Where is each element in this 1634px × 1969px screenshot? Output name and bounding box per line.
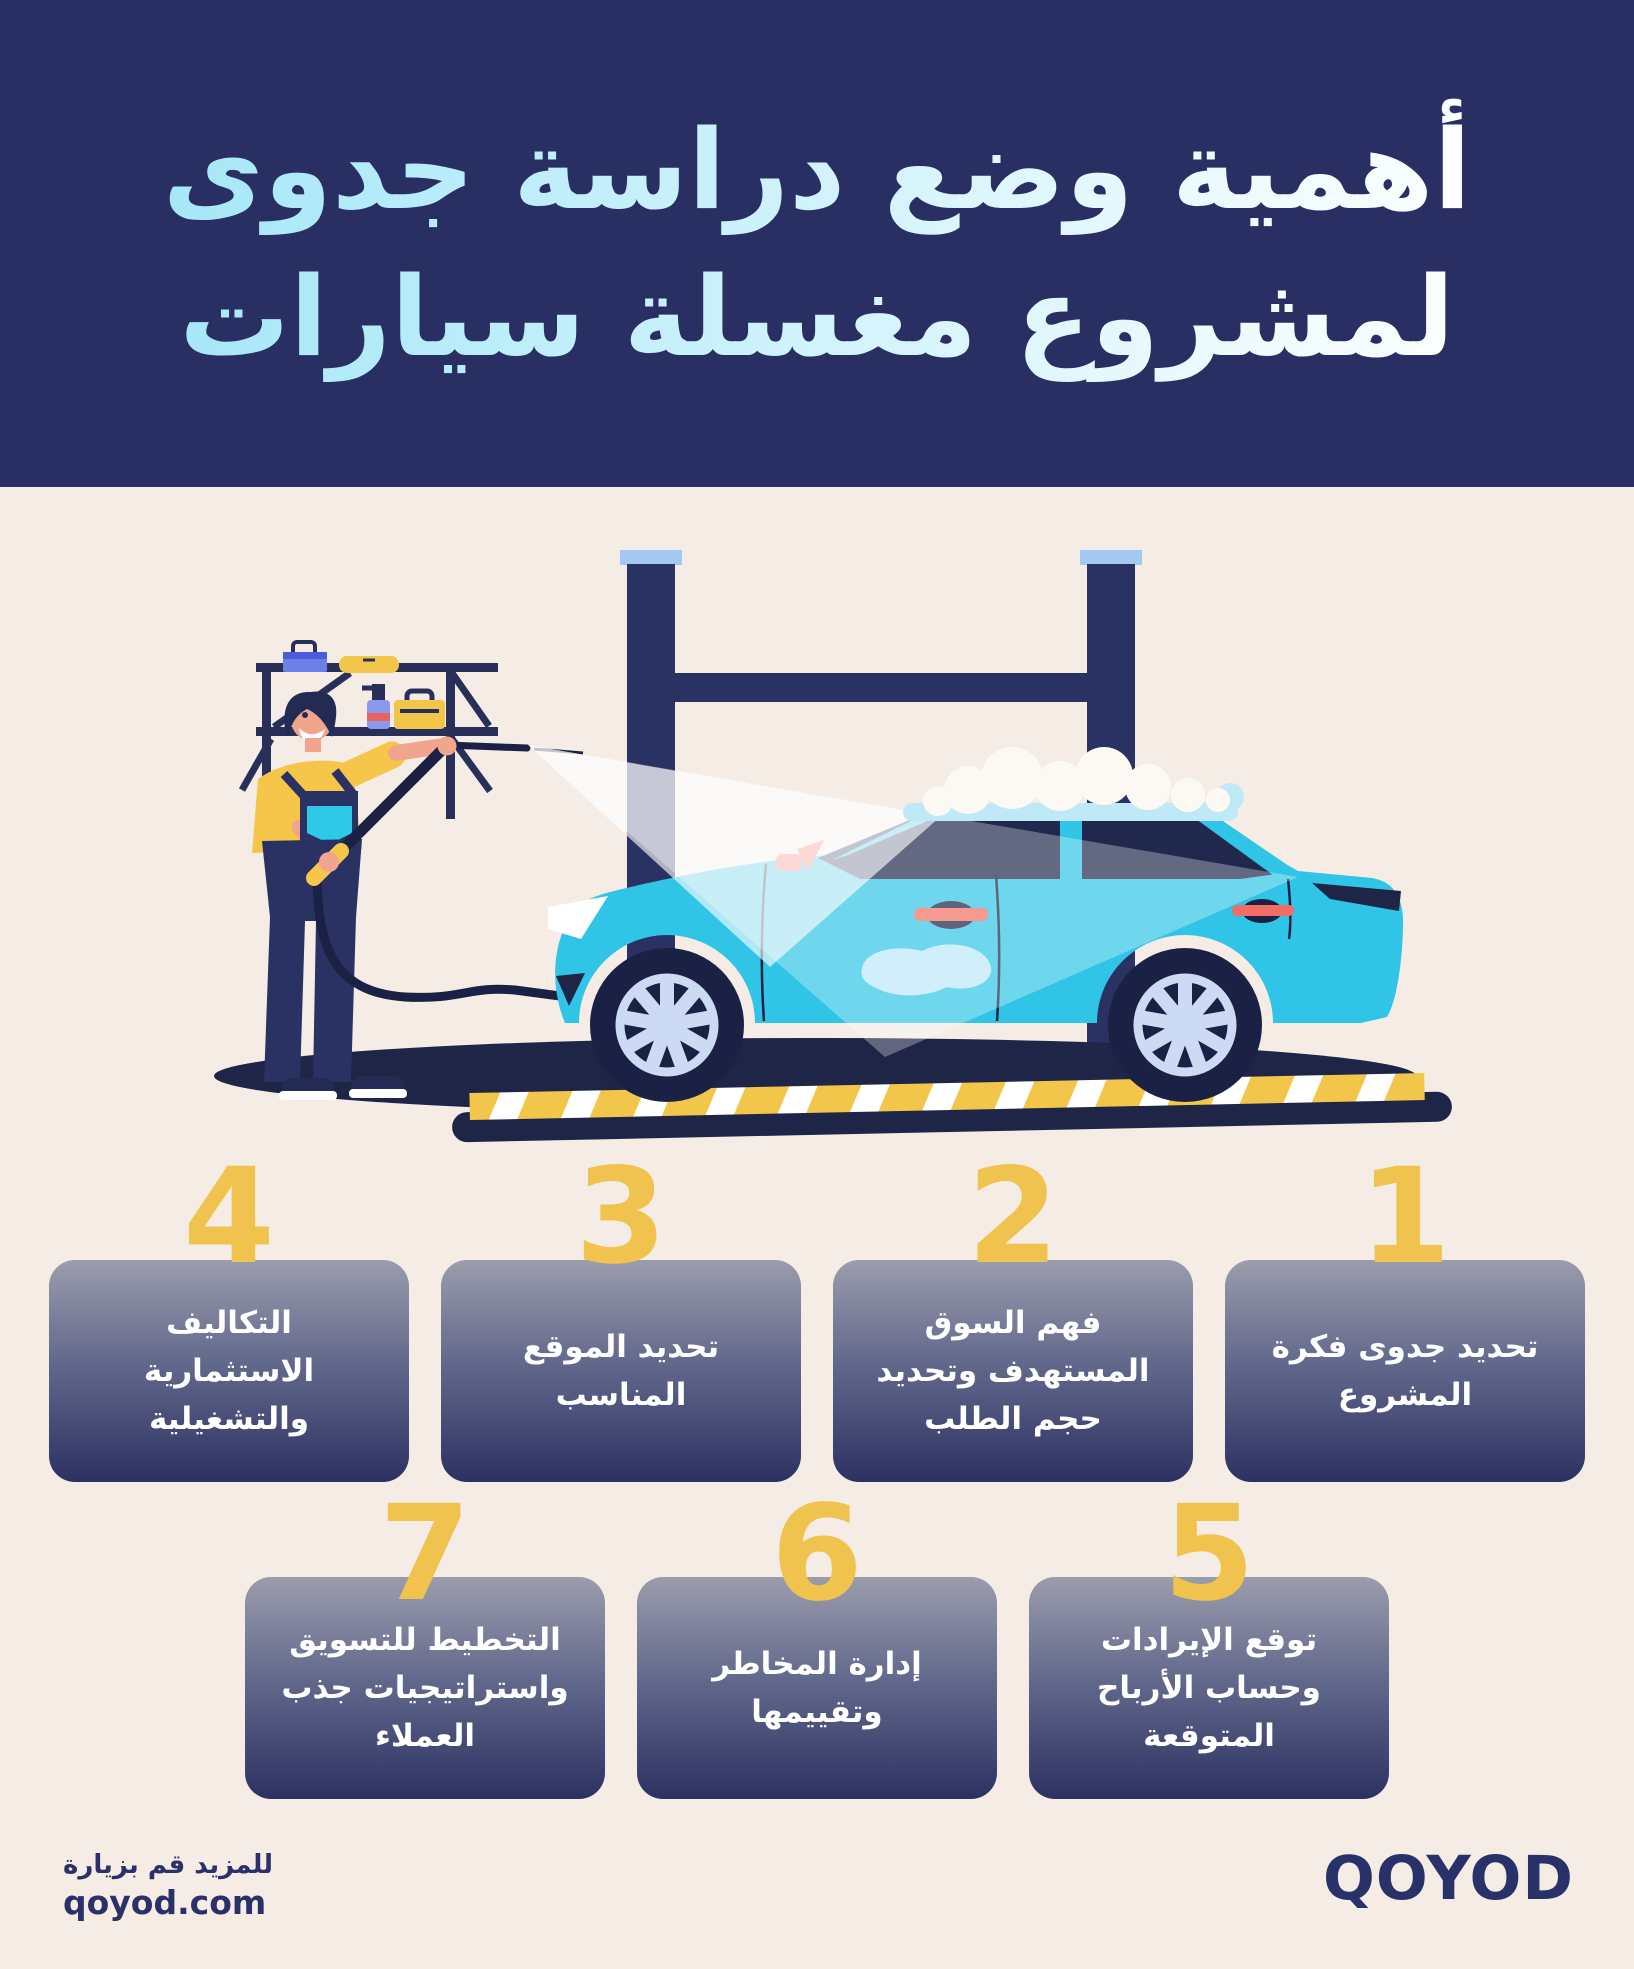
website-url: qoyod.com: [63, 1883, 267, 1922]
step-3-card: تحديد الموقع المناسب: [441, 1260, 801, 1482]
step-3-number: 3: [575, 1140, 667, 1294]
step-6-text: إدارة المخاطر وتقييمها: [712, 1645, 922, 1730]
step-5-card: توقع الإيرادات وحساب الأرباح المتوقعة: [1029, 1577, 1389, 1799]
step-7-text: التخطيط للتسويق واستراتيجيات جذب العملاء: [281, 1621, 569, 1755]
step-5: 5 توقع الإيرادات وحساب الأرباح المتوقعة: [1029, 1477, 1389, 1799]
qoyod-logo: QOYOD: [1322, 1843, 1574, 1914]
step-3: 3 تحديد الموقع المناسب: [441, 1140, 801, 1482]
steps-row-2: 5 توقع الإيرادات وحساب الأرباح المتوقعة …: [0, 1477, 1634, 1799]
front-wheel: [590, 948, 744, 1102]
yellow-case: [339, 656, 399, 673]
step-2-text: فهم السوق المستهدف وتحديد حجم الطلب: [876, 1304, 1150, 1438]
door-handle-rear: [1232, 905, 1294, 916]
step-1-number: 1: [1359, 1140, 1451, 1294]
car-windows: [818, 819, 1291, 879]
steps-row-1: 1 تحديد جدوى فكرة المشروع 2 فهم السوق ال…: [0, 1140, 1634, 1482]
step-5-text: توقع الإيرادات وحساب الأرباح المتوقعة: [1097, 1621, 1321, 1755]
step-1-card: تحديد جدوى فكرة المشروع: [1225, 1260, 1585, 1482]
step-7-card: التخطيط للتسويق واستراتيجيات جذب العملاء: [245, 1577, 605, 1799]
worker: [252, 691, 584, 1100]
water-spray: [528, 745, 1298, 1057]
step-1: 1 تحديد جدوى فكرة المشروع: [1225, 1140, 1585, 1482]
step-2-card: فهم السوق المستهدف وتحديد حجم الطلب: [833, 1260, 1193, 1482]
step-1-text: تحديد جدوى فكرة المشروع: [1271, 1328, 1539, 1413]
step-2: 2 فهم السوق المستهدف وتحديد حجم الطلب: [833, 1140, 1193, 1482]
toolbox: [394, 700, 445, 729]
step-4-text: التكاليف الاستثمارية والتشغيلية: [143, 1304, 315, 1438]
step-2-number: 2: [967, 1140, 1059, 1294]
visit-label: للمزيد قم بزيارة: [63, 1850, 274, 1880]
car-wash-illustration: [214, 550, 1452, 1143]
water-hose: [312, 871, 565, 1002]
foam-suds: [903, 747, 1244, 821]
step-5-number: 5: [1163, 1477, 1255, 1631]
header: أهمية وضع دراسة جدوى لمشروع مغسلة سيارات: [0, 0, 1634, 487]
door-handle: [914, 908, 988, 921]
step-6: 6 إدارة المخاطر وتقييمها: [637, 1477, 997, 1799]
step-7-number: 7: [379, 1477, 471, 1631]
page-title-line1: أهمية وضع دراسة جدوى: [0, 97, 1634, 243]
water-patch: [861, 944, 992, 996]
step-7: 7 التخطيط للتسويق واستراتيجيات جذب العمل…: [245, 1477, 605, 1799]
step-4: 4 التكاليف الاستثمارية والتشغيلية: [49, 1140, 409, 1482]
footer-visit-block: للمزيد قم بزيارة qoyod.com: [63, 1850, 273, 1922]
headlight: [548, 896, 608, 939]
taillight: [1312, 883, 1401, 911]
step-6-card: إدارة المخاطر وتقييمها: [637, 1577, 997, 1799]
rear-wheel: [1108, 948, 1262, 1102]
step-4-card: التكاليف الاستثمارية والتشغيلية: [49, 1260, 409, 1482]
page-title-line2: لمشروع مغسلة سيارات: [0, 244, 1634, 390]
step-3-text: تحديد الموقع المناسب: [522, 1328, 720, 1413]
worker-hair: [284, 691, 337, 737]
step-6-number: 6: [771, 1477, 863, 1631]
step-4-number: 4: [183, 1140, 275, 1294]
